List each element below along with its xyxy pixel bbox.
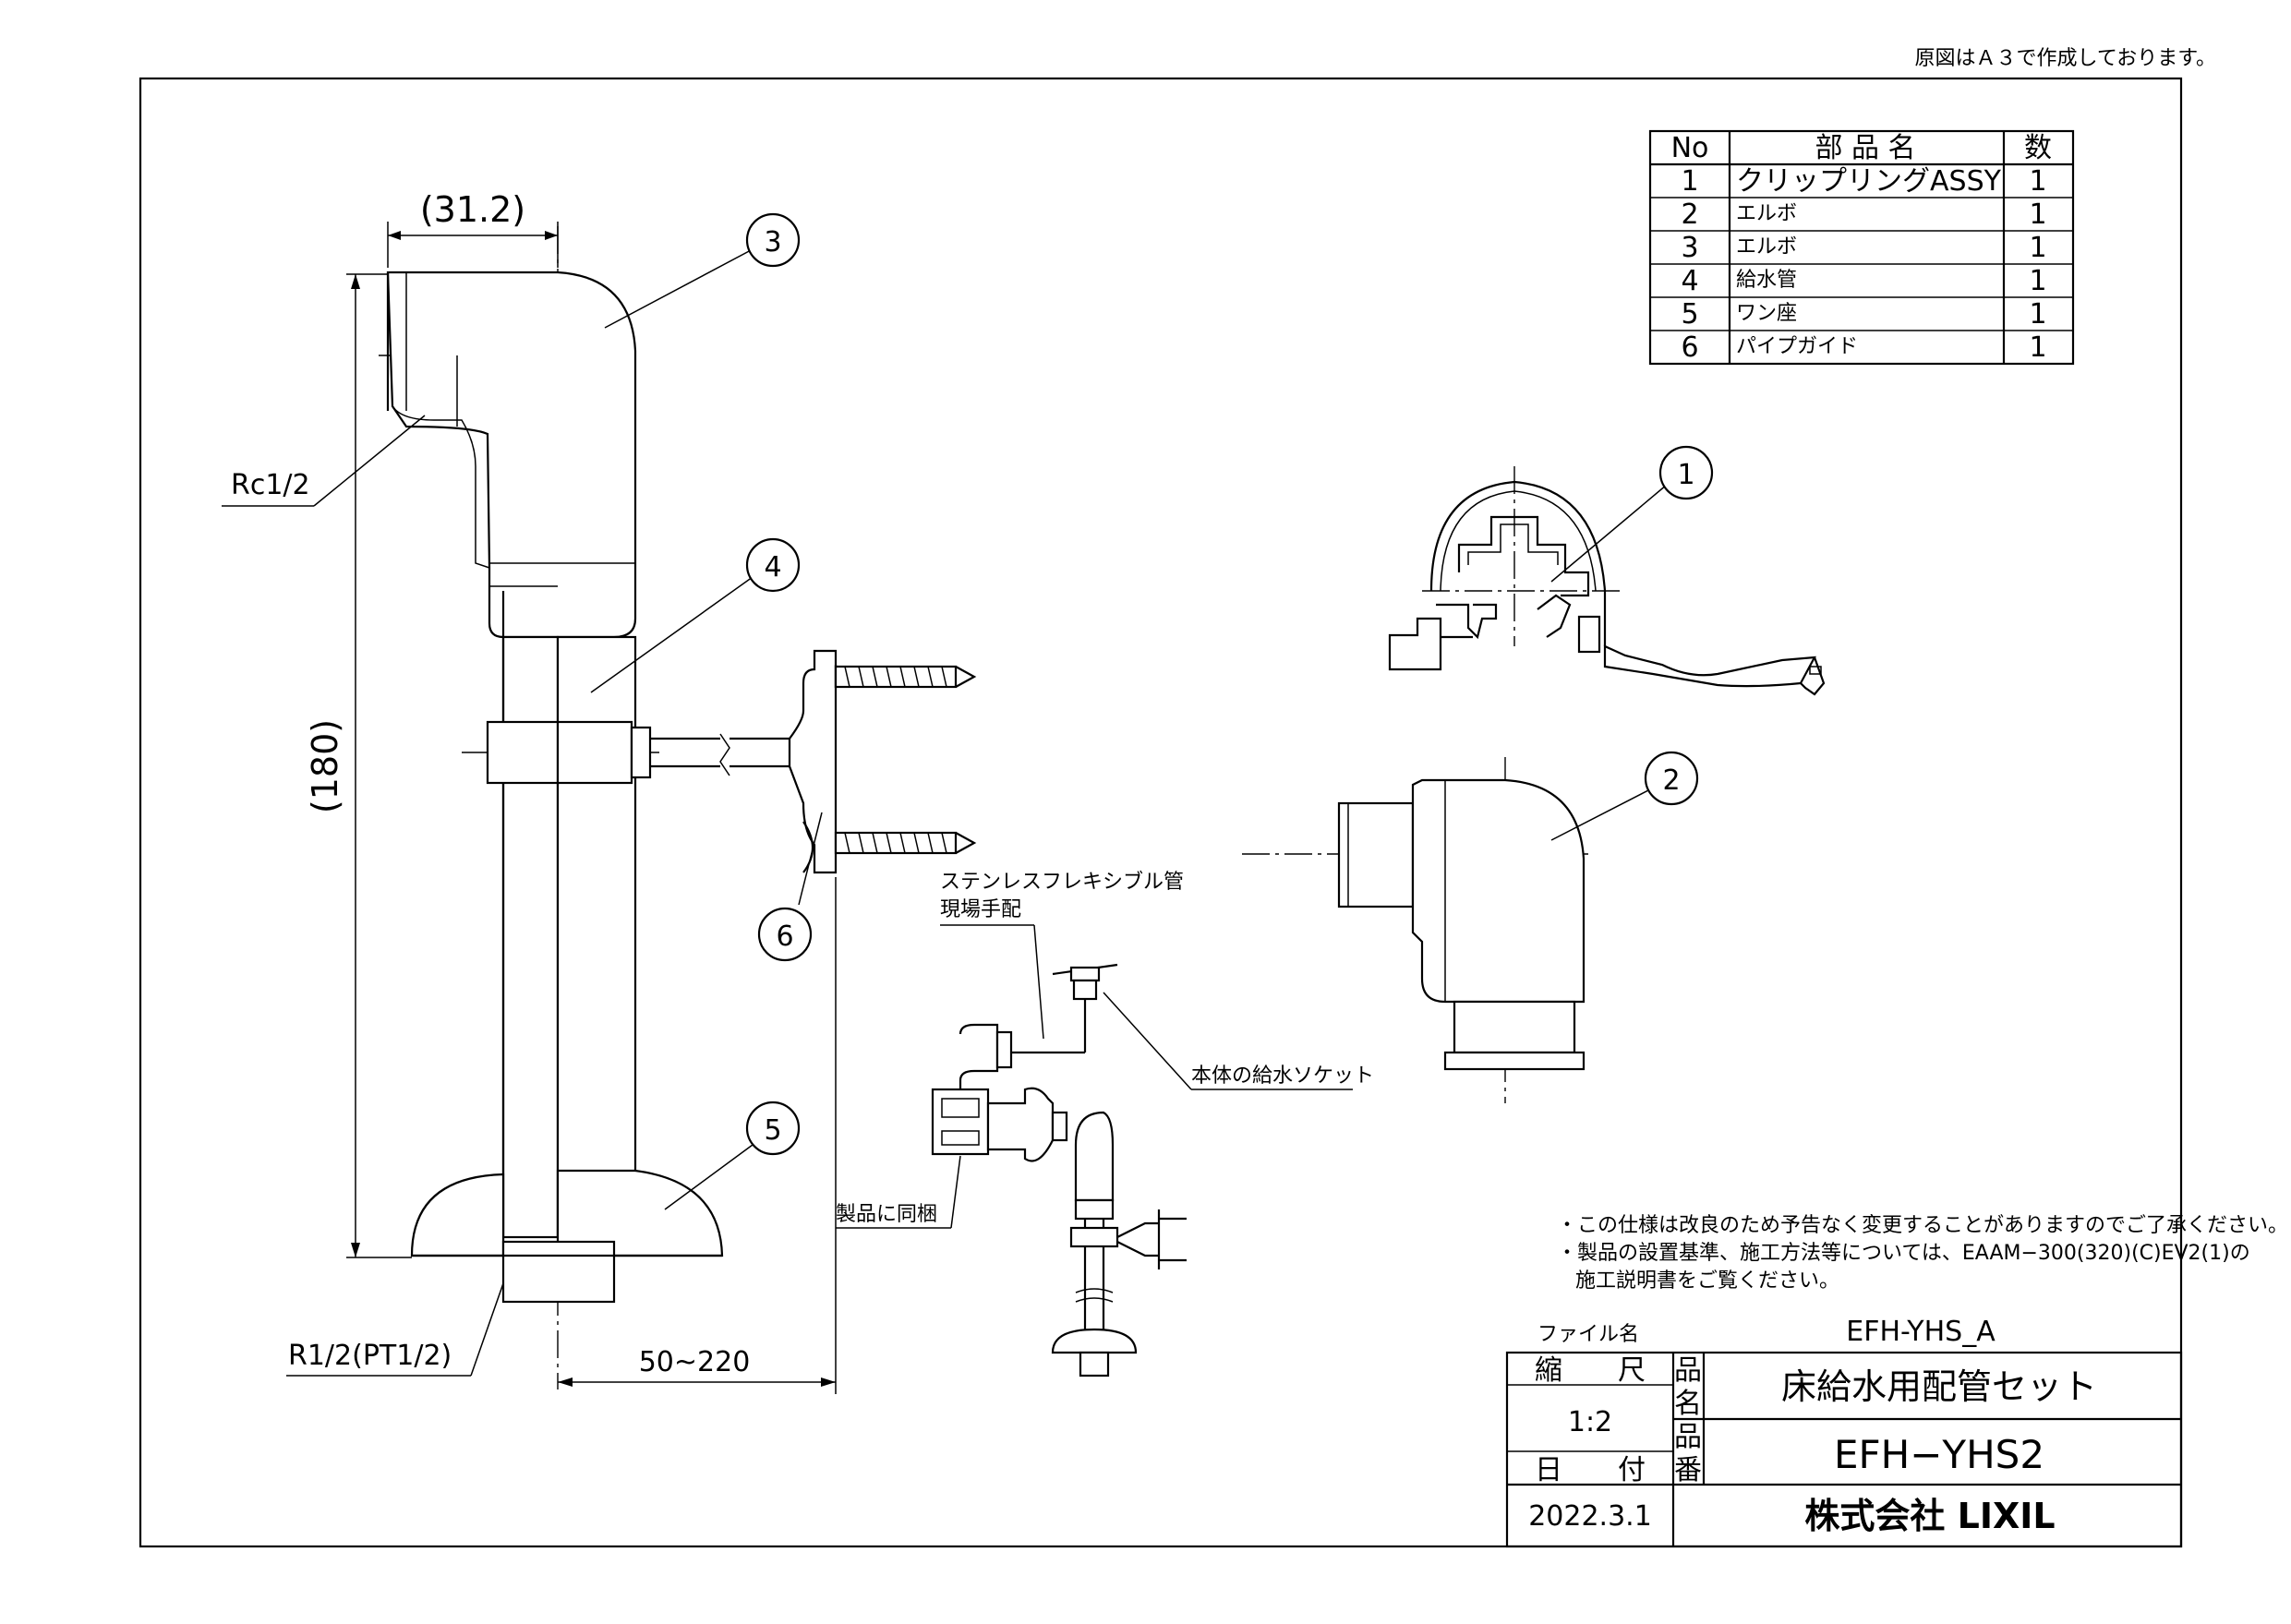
- cup-seat-left: [410, 1173, 505, 1257]
- dim-height: (180): [305, 719, 345, 813]
- table-cell-no: 4: [1681, 265, 1698, 297]
- table-cell-qty: 1: [2029, 298, 2046, 331]
- title-block: ファイル名 EFH-YHS_A 縮 尺 1:2 日 付 2022.3.1 品 名…: [1505, 1316, 2183, 1548]
- product-no-label-2: 番: [1674, 1454, 1702, 1486]
- note-line-2: ・製品の設置基準、施工方法等については、EAAM−300(320)(C)EV2(…: [1557, 1242, 2250, 1265]
- balloon-5: [745, 1101, 801, 1156]
- table-cell-qty: 1: [2029, 165, 2046, 198]
- socket-label: 本体の給水ソケット: [1191, 1065, 1374, 1088]
- table-cell-name: パイプガイド: [1736, 335, 1858, 358]
- dim-top-width: (31.2): [420, 189, 525, 230]
- wall-flange: [788, 649, 838, 874]
- table-cell-no: 1: [1681, 165, 1698, 198]
- date-label: 日 付: [1535, 1454, 1646, 1486]
- balloon-1-label: 1: [1677, 459, 1694, 491]
- table-header-no: No: [1671, 132, 1709, 164]
- balloon-6: [757, 907, 813, 962]
- pipe-guide-block: [486, 720, 560, 785]
- balloon-3-label: 3: [764, 226, 781, 259]
- bundled-label: 製品に同梱: [836, 1203, 937, 1226]
- elbow-top: [386, 271, 637, 639]
- file-name: EFH-YHS_A: [1846, 1316, 1996, 1348]
- screw-upper: [834, 665, 977, 689]
- table-cell-qty: 1: [2029, 265, 2046, 297]
- dim-wall-distance: 50~220: [639, 1346, 751, 1378]
- balloon-4: [745, 537, 801, 593]
- table-cell-qty: 1: [2029, 232, 2046, 264]
- header-note: 原図はＡ３で作成しております。: [1915, 47, 2216, 70]
- table-cell-name: エルボ: [1736, 202, 1797, 225]
- table-cell-no: 2: [1681, 198, 1698, 231]
- parts-table-border: [1648, 129, 2075, 366]
- drawing-frame: [139, 77, 2183, 1548]
- field-arrange-label: 現場手配: [940, 898, 1021, 921]
- clip-ring-detail: 1: [1388, 445, 1826, 696]
- r-thread-label: R1/2(PT1/2): [288, 1340, 452, 1372]
- file-label: ファイル名: [1537, 1323, 1639, 1346]
- balloon-1: [1658, 445, 1714, 500]
- note-line-1: ・この仕様は改良のため予告なく変更することがありますのでご了承ください。: [1557, 1214, 2288, 1237]
- installation-example: ステンレスフレキシブル管 現場手配 本体の給水ソケット 製品に同梱: [836, 871, 1374, 1377]
- balloon-4-label: 4: [764, 551, 781, 583]
- table-header-qty: 数: [2024, 132, 2052, 164]
- table-cell-name: エルボ: [1736, 235, 1797, 259]
- product-name: 床給水用配管セット: [1781, 1366, 2097, 1407]
- table-cell-qty: 1: [2029, 331, 2046, 364]
- table-header-name: 部 品 名: [1815, 132, 1915, 164]
- company-name: 株式会社 LIXIL: [1804, 1496, 2055, 1536]
- notes: ・この仕様は改良のため予告なく変更することがありますのでご了承ください。 ・製品…: [1557, 1214, 2288, 1293]
- parts-table: No 部 品 名 数 1 クリップリングASSY 1 2 エルボ 1 3 エルボ…: [1648, 129, 2075, 366]
- clip-ring-outer: [1429, 480, 1607, 646]
- title-block-border: [1505, 1351, 2183, 1548]
- elbow-body: [1411, 778, 1586, 1004]
- table-cell-no: 6: [1681, 331, 1698, 364]
- date-value: 2022.3.1: [1528, 1500, 1652, 1533]
- scale-label: 縮 尺: [1535, 1354, 1646, 1387]
- elbow-detail: 2: [1242, 751, 1699, 1103]
- table-cell-no: 3: [1681, 232, 1698, 264]
- flex-pipe-label: ステンレスフレキシブル管: [940, 871, 1184, 894]
- rc-thread-label: Rc1/2: [231, 469, 310, 501]
- table-cell-name: 給水管: [1736, 269, 1797, 292]
- table-cell-qty: 1: [2029, 198, 2046, 231]
- balloon-3: [745, 212, 801, 268]
- product-number: EFH−YHS2: [1834, 1432, 2044, 1477]
- table-cell-no: 5: [1681, 298, 1698, 331]
- scale-value: 1:2: [1568, 1406, 1612, 1438]
- balloon-6-label: 6: [776, 920, 793, 953]
- table-cell-name: ワン座: [1736, 302, 1797, 325]
- elbow-thread: [1337, 801, 1415, 908]
- product-no-label-1: 品: [1674, 1421, 1702, 1453]
- balloon-2-label: 2: [1662, 764, 1680, 797]
- main-assembly: (31.2) (180) Rc1/2 R1/2(PT1/2) 50~220 3 …: [222, 189, 977, 1394]
- product-name-label-2: 名: [1674, 1388, 1702, 1420]
- table-cell-name: クリップリングASSY: [1736, 165, 2002, 198]
- balloon-5-label: 5: [764, 1114, 781, 1147]
- product-name-label-1: 品: [1674, 1354, 1702, 1387]
- screw-lower: [802, 821, 977, 873]
- balloon-2: [1644, 751, 1699, 806]
- bottom-thread: [501, 1240, 616, 1304]
- note-line-3: 施工説明書をご覧ください。: [1575, 1269, 1839, 1293]
